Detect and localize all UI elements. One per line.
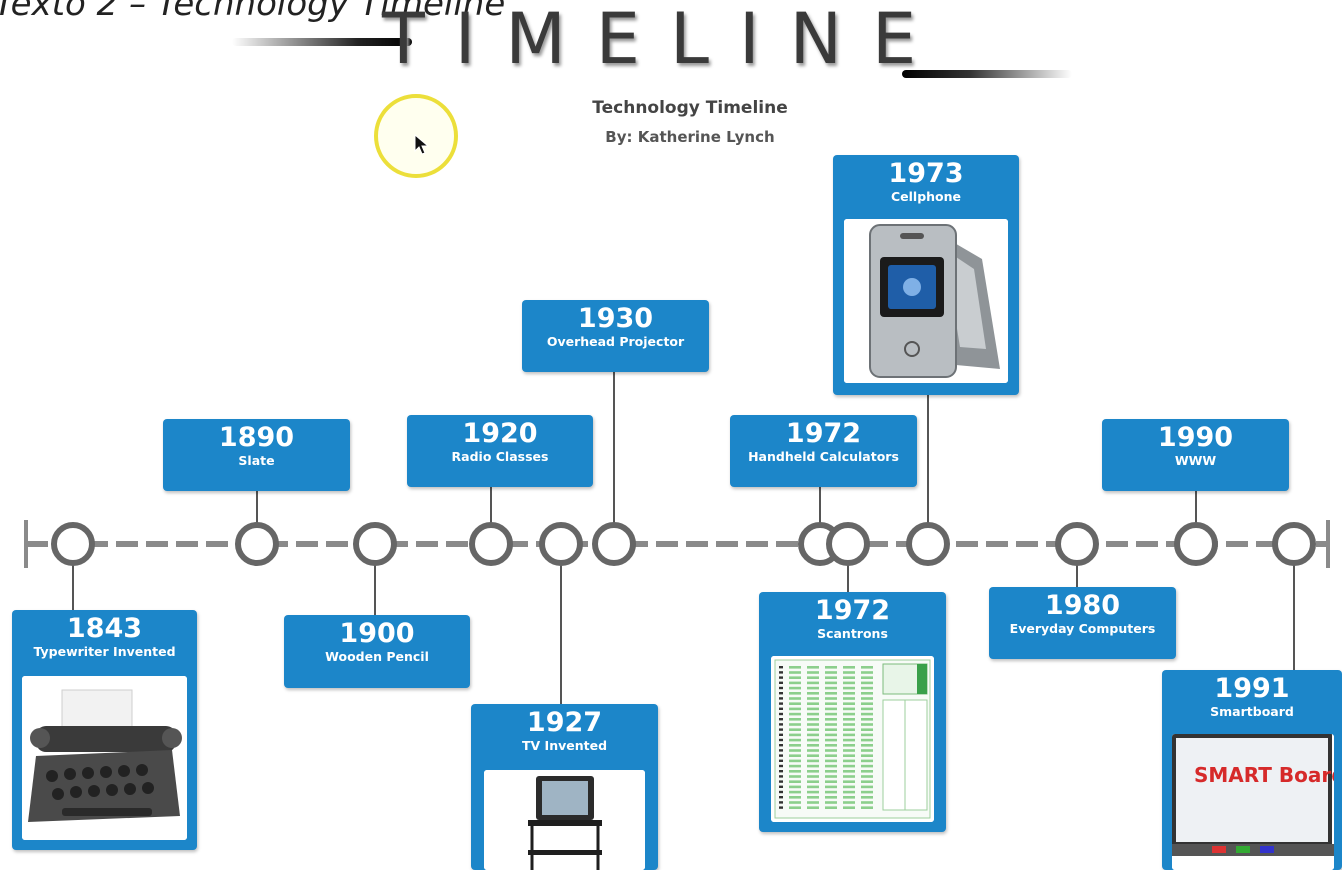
cursor-highlight: [374, 94, 458, 178]
event-year: 1900: [339, 618, 415, 649]
smartboard-photo: SMART Board: [1172, 734, 1334, 870]
page-subtitle: By: Katherine Lynch: [605, 128, 775, 146]
scantron-sheet-photo: [771, 656, 934, 822]
event-label: Overhead Projector: [546, 334, 685, 349]
event-card-1972-calculators[interactable]: 1972 Handheld Calculators: [730, 415, 917, 487]
timeline-node-1920: [469, 522, 513, 566]
event-label: Radio Classes: [451, 449, 549, 464]
timeline-node-1980: [1055, 522, 1099, 566]
flip-phone-photo: [844, 219, 1008, 383]
event-label: TV Invented: [521, 738, 608, 753]
top-caption: Texto 2 – Technology Timeline: [0, 0, 506, 24]
event-year: 1930: [577, 303, 654, 334]
event-card-1920[interactable]: 1920 Radio Classes: [407, 415, 593, 487]
event-label: Wooden Pencil: [325, 649, 429, 664]
timeline-node-1890: [235, 522, 279, 566]
event-label: Slate: [238, 453, 275, 468]
event-card-1900[interactable]: 1900 Wooden Pencil: [284, 615, 470, 688]
event-card-1980[interactable]: 1980 Everyday Computers: [989, 587, 1176, 659]
event-card-1890[interactable]: 1890 Slate: [163, 419, 350, 491]
event-year: 1972: [814, 595, 891, 626]
event-year: 1920: [462, 418, 538, 449]
event-year: 1972: [785, 418, 862, 449]
mouse-pointer-icon: [414, 134, 430, 155]
event-label: Everyday Computers: [1009, 621, 1156, 636]
typewriter-photo: [22, 676, 187, 840]
page-title: Technology Timeline: [592, 98, 788, 118]
event-label: Smartboard: [1210, 704, 1294, 719]
banner-right-sweep: [902, 70, 1072, 78]
event-card-1990[interactable]: 1990 WWW: [1102, 419, 1289, 491]
event-label: Typewriter Invented: [33, 644, 176, 659]
event-year: 1991: [1214, 673, 1290, 704]
event-card-1930[interactable]: 1930 Overhead Projector: [522, 300, 709, 372]
event-label: WWW: [1174, 453, 1217, 468]
timeline-node-1990: [1174, 522, 1218, 566]
event-card-1843[interactable]: 1843 Typewriter Invented: [12, 610, 197, 850]
event-card-1991[interactable]: 1991 Smartboard SMART Board: [1162, 670, 1342, 870]
timeline-node-1973: [906, 522, 950, 566]
timeline-banner: TIMELINE: [232, 0, 1072, 84]
event-label: Handheld Calculators: [748, 449, 899, 464]
timeline-node-1843: [51, 522, 95, 566]
event-label: Scantrons: [817, 626, 888, 641]
timeline-node-1930: [592, 522, 636, 566]
timeline-nodes: [51, 522, 1316, 566]
event-year: 1990: [1157, 422, 1234, 453]
event-year: 1890: [218, 422, 295, 453]
banner-word: TIMELINE: [382, 0, 947, 80]
event-label: Cellphone: [890, 189, 962, 204]
smartboard-logo-text: SMART Board: [1194, 763, 1334, 787]
event-year: 1980: [1044, 590, 1121, 621]
event-year: 1927: [526, 707, 603, 738]
event-card-1972-scantrons[interactable]: 1972 Scantrons: [759, 592, 946, 832]
timeline-node-1927: [539, 522, 583, 566]
event-year: 1843: [66, 613, 143, 644]
banner-left-sweep: [232, 38, 412, 46]
event-card-1927[interactable]: 1927 TV Invented: [471, 704, 658, 870]
timeline-node-1991: [1272, 522, 1316, 566]
timeline-node-1972: [826, 522, 870, 566]
timeline-node-1900: [353, 522, 397, 566]
event-card-1973[interactable]: 1973 Cellphone: [833, 155, 1019, 395]
tv-cart-photo: [484, 770, 645, 870]
event-year: 1973: [888, 158, 964, 189]
